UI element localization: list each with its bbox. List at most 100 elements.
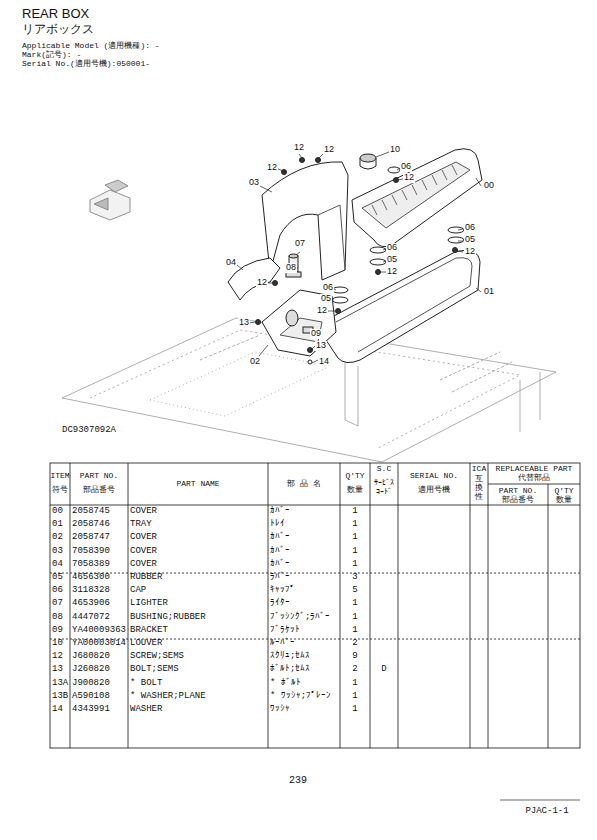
table-cell: 1 [352, 547, 357, 557]
table-cell: LOUVER [130, 639, 162, 649]
table-cell: 13B [52, 692, 68, 702]
table-cell: COVER [130, 533, 157, 543]
callout-number: 10 [389, 145, 401, 155]
table-cell: * ﾜｯｼｬ;ﾌﾟﾚｰﾝ [270, 692, 331, 702]
table-cell: 12 [52, 652, 63, 662]
callout-number: 14 [318, 357, 330, 367]
page-subtitle: リアボックス [22, 23, 94, 36]
page-code: PJAC-1-1 [525, 807, 568, 817]
table-cell: COVER [130, 507, 157, 517]
callout-number: 12 [464, 247, 476, 257]
table-cell: 13A [52, 679, 68, 689]
table-cell: 4656300 [72, 573, 110, 583]
table-header: PART NAME [176, 480, 219, 489]
table-cell: ﾌﾞｯｼﾝｸﾞ;ﾗﾊﾞｰ [270, 613, 330, 623]
table-cell: COVER [130, 560, 157, 570]
table-cell: 1 [352, 533, 357, 543]
table-header: 適用号機 [418, 486, 450, 495]
machine-icon [90, 180, 130, 220]
table-cell: 01 [52, 520, 63, 530]
table-cell: 3118328 [72, 586, 110, 596]
table-cell: 06 [52, 586, 63, 596]
table-cell: 07 [52, 599, 63, 609]
table-cell: 1 [352, 705, 357, 715]
callout-number: 12 [266, 163, 278, 173]
table-cell: 14 [52, 705, 63, 715]
table-header: Q'TY [554, 487, 573, 496]
table-header: SERIAL NO. [410, 472, 458, 481]
table-cell: 2058745 [72, 507, 110, 517]
table-cell: * BOLT [130, 679, 162, 689]
table-cell: ﾌﾞﾗｹｯﾄ [270, 626, 300, 636]
table-cell: 1 [352, 626, 357, 636]
louver-slots [372, 165, 457, 215]
callout-number: 08 [285, 263, 297, 273]
table-cell: 7058390 [72, 547, 110, 557]
table-cell: ﾄﾚｲ [270, 520, 285, 530]
table-cell: 1 [352, 679, 357, 689]
table-header: 部品番号 [83, 486, 115, 495]
callout-number: 06 [464, 223, 476, 233]
table-header: S.C [377, 465, 391, 474]
callout-number: 12 [316, 306, 328, 316]
table-cell: ﾜｯｼｬ [270, 705, 290, 715]
table-header: REPLACEABLE PART [496, 465, 573, 474]
header-text: Mark(記号): - [22, 51, 81, 60]
table-cell: 1 [352, 613, 357, 623]
table-cell: 03 [52, 547, 63, 557]
table-cell: 2058746 [72, 520, 110, 530]
callout-number: 12 [256, 278, 268, 288]
table-cell: ﾙｰﾊﾞｰ [270, 639, 295, 649]
table-header: 符号 [52, 486, 68, 495]
table-cell: 7058389 [72, 560, 110, 570]
table-cell: 1 [352, 507, 357, 517]
table-header: PART NO. [80, 472, 118, 481]
callout-number: 00 [483, 181, 495, 191]
table-header: 数量 [556, 496, 572, 505]
callout-number: 01 [483, 287, 495, 297]
table-cell: ｷｬｯﾌﾟ [270, 586, 295, 596]
table-cell: ﾗｲﾀｰ [270, 599, 290, 609]
callout-number: 05 [464, 235, 476, 245]
callout-number: 07 [294, 239, 306, 249]
table-cell: YA40009363 [72, 626, 126, 636]
table-cell: 4343991 [72, 705, 110, 715]
table-cell: ｶﾊﾞｰ [270, 547, 290, 557]
table-cell: RUBBER [130, 573, 162, 583]
table-cell: 13 [52, 665, 63, 675]
table-cell: 2 [352, 639, 357, 649]
table-header: ICA [472, 465, 486, 474]
leader-lines [237, 152, 481, 363]
table-cell: ｽｸﾘｭ;ｾﾑｽ [270, 652, 310, 662]
callout-number: 12 [386, 267, 398, 277]
parts-table [50, 463, 580, 800]
table-header: 代替部品 [518, 474, 550, 483]
table-cell: 9 [352, 652, 357, 662]
parts [228, 149, 482, 364]
table-cell: 02 [52, 533, 63, 543]
callout-number: 09 [310, 329, 322, 339]
table-cell: TRAY [130, 520, 152, 530]
table-cell: D [381, 665, 386, 675]
table-cell: 2058747 [72, 533, 110, 543]
page-title: REAR BOX [22, 7, 89, 21]
table-cell: ﾗﾊﾞｰ [270, 573, 290, 583]
table-cell: LIGHTER [130, 599, 168, 609]
callout-number: 05 [320, 294, 332, 304]
table-cell: 3 [352, 573, 357, 583]
callout-number: 13 [238, 318, 250, 328]
callout-number: 12 [403, 173, 415, 183]
table-cell: ｶﾊﾞｰ [270, 560, 290, 570]
page-number: 239 [289, 775, 307, 786]
table-cell: 09 [52, 626, 63, 636]
table-cell: CAP [130, 586, 146, 596]
table-cell: 1 [352, 520, 357, 530]
table-cell: 2 [352, 665, 357, 675]
callout-number: 12 [323, 145, 335, 155]
table-cell: J680820 [72, 652, 110, 662]
floor-plate [62, 318, 556, 462]
table-cell: COVER [130, 547, 157, 557]
callout-number: 12 [293, 143, 305, 153]
table-cell: YA00003014 [72, 639, 126, 649]
table-cell: 1 [352, 692, 357, 702]
